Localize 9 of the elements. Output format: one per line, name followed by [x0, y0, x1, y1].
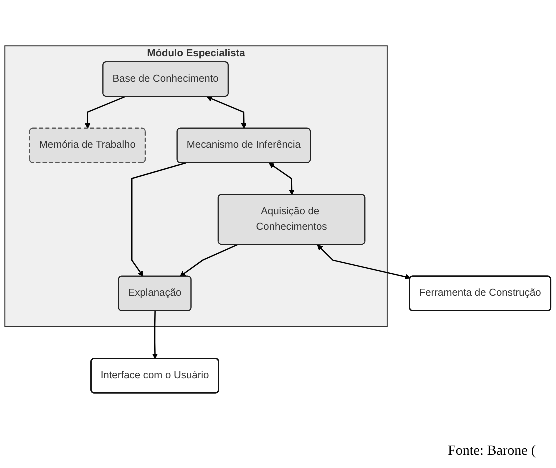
- arrow: [180, 244, 238, 278]
- arrow: [131, 162, 186, 278]
- caption: Fonte: Barone (: [448, 443, 536, 461]
- arrow: [85, 96, 126, 130]
- arrow: [206, 96, 247, 130]
- arrow: [152, 312, 158, 360]
- arrow: [317, 245, 411, 280]
- arrow: [269, 163, 295, 196]
- cluster: [4, 46, 388, 328]
